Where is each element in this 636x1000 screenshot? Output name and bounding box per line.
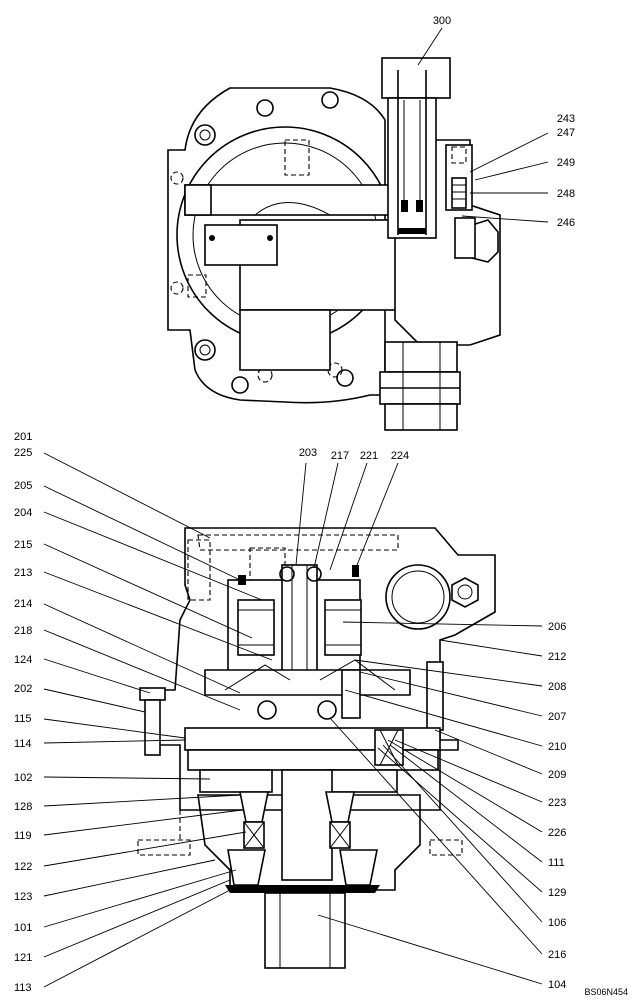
callout-label: 248 (557, 188, 575, 200)
callout-label: 111 (548, 857, 565, 869)
callout-label: 214 (14, 598, 32, 610)
callout-label: 113 (14, 982, 32, 994)
callout-label: 247 (557, 127, 575, 139)
callout-label: 213 (14, 567, 32, 579)
callout-label: 128 (14, 801, 32, 813)
callout-label: 300 (433, 15, 451, 27)
callout-label: 243 (557, 113, 575, 125)
callout-label: 224 (391, 450, 409, 462)
leader-lines (43, 27, 549, 988)
callout-label: 206 (548, 621, 566, 633)
callout-label: 201 (14, 431, 32, 443)
callout-label: 249 (557, 157, 575, 169)
callout-label: 223 (548, 797, 566, 809)
callout-label: 204 (14, 507, 32, 519)
callouts-left: 201 225 205 204 215 213 214 218 124 202 … (14, 431, 32, 994)
callout-label: 122 (14, 861, 32, 873)
top-view-drawing (167, 57, 501, 431)
callout-label: 114 (14, 738, 32, 750)
callout-label: 208 (548, 681, 566, 693)
callout-label: 123 (14, 891, 32, 903)
callout-label: 203 (299, 447, 317, 459)
callout-label: 202 (14, 683, 32, 695)
callout-label: 104 (548, 979, 566, 991)
callout-label: 226 (548, 827, 566, 839)
callout-label: 119 (14, 830, 32, 842)
callout-label: 212 (548, 651, 566, 663)
callout-label: 217 (331, 450, 349, 462)
callout-label: 205 (14, 480, 32, 492)
callout-label: 129 (548, 887, 566, 899)
callout-label: 216 (548, 949, 566, 961)
bottom-view-drawing (137, 527, 496, 969)
callout-label: 106 (548, 917, 566, 929)
callout-label: 221 (360, 450, 378, 462)
callouts-right: 206 212 208 207 210 209 223 226 111 129 … (548, 621, 566, 991)
callout-label: 246 (557, 217, 575, 229)
callout-label: 207 (548, 711, 566, 723)
callouts-top: 300 243 247 249 248 246 (433, 15, 575, 229)
callout-label: 101 (14, 922, 32, 934)
callout-label: 218 (14, 625, 32, 637)
callout-label: 225 (14, 447, 32, 459)
callouts-center: 203 217 221 224 (299, 447, 409, 462)
callout-label: 115 (14, 713, 32, 725)
figure-code: BS06N454 (584, 987, 628, 997)
callout-label: 215 (14, 539, 32, 551)
callout-label: 210 (548, 741, 566, 753)
callout-label: 124 (14, 654, 32, 666)
callout-label: 209 (548, 769, 566, 781)
callout-label: 102 (14, 772, 32, 784)
callout-label: 121 (14, 952, 32, 964)
